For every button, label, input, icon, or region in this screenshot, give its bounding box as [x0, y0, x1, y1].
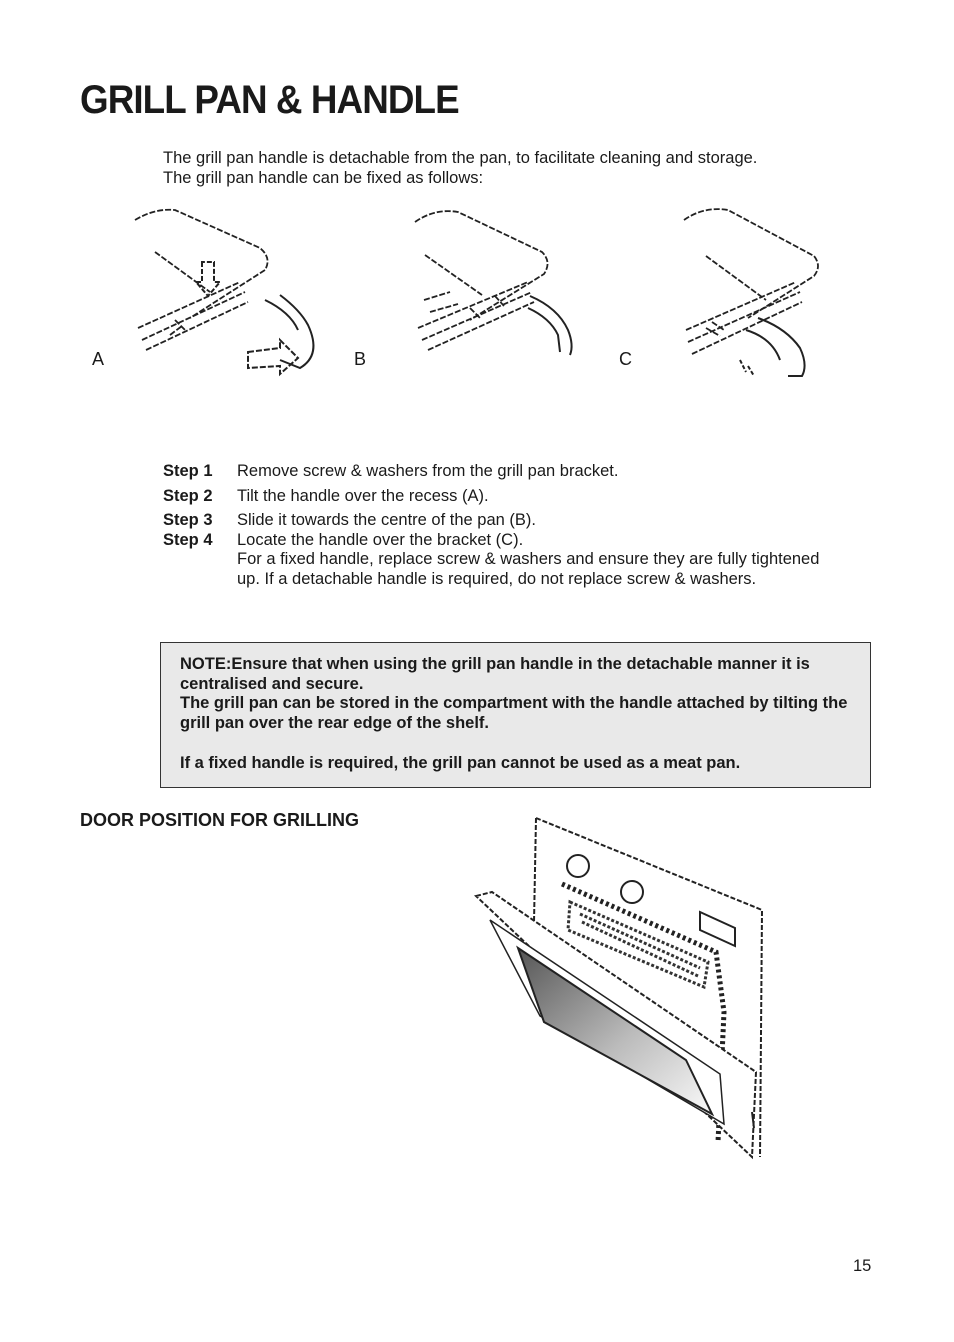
figure-a-label: A [92, 349, 105, 369]
step-extra-text: For a fixed handle, replace screw & wash… [237, 550, 820, 588]
step-text: Tilt the handle over the recess (A). [237, 486, 489, 505]
intro-line: The grill pan handle is detachable from … [163, 149, 758, 167]
note-paragraph: If a fixed handle is required, the grill… [180, 753, 741, 772]
step-text: Remove screw & washers from the grill pa… [237, 462, 619, 480]
knob-icon [620, 880, 644, 904]
step-number: Step 2 [163, 486, 213, 505]
step-text: Locate the handle over the bracket (C). [237, 530, 524, 549]
step-text: Slide it towards the centre of the pan (… [237, 511, 536, 529]
figure-c-illustration [683, 208, 819, 377]
page-number: 15 [853, 1257, 872, 1275]
step-item: Step 4 Locate the handle over the bracke… [163, 531, 843, 590]
intro-text: The grill pan handle is detachable from … [163, 148, 863, 188]
step-item: Step 1 Remove screw & washers from the g… [163, 462, 843, 482]
door-glass [516, 945, 715, 1117]
step-number: Step 1 [163, 462, 213, 480]
figure-c-label: C [619, 349, 632, 369]
note-paragraph: The grill pan can be stored in the compa… [180, 694, 848, 733]
knob-icon [566, 854, 590, 878]
page-title: GRILL PAN & HANDLE [80, 78, 460, 122]
steps-list: Step 1 Remove screw & washers from the g… [163, 462, 843, 589]
figure-a-illustration [134, 208, 315, 377]
step-text-block: Locate the handle over the bracket (C). … [237, 531, 843, 590]
note-box: NOTE:Ensure that when using the grill pa… [160, 642, 871, 788]
section-heading: DOOR POSITION FOR GRILLING [80, 810, 359, 830]
step-number: Step 4 [163, 530, 213, 549]
step-number: Step 3 [163, 511, 213, 529]
figure-b-illustration [414, 210, 573, 356]
step-item: Step 3 Slide it towards the centre of th… [163, 511, 843, 531]
intro-line: The grill pan handle can be fixed as fol… [163, 169, 484, 187]
step-item: Step 2 Tilt the handle over the recess (… [163, 487, 843, 507]
figure-b-label: B [354, 349, 367, 369]
oven-door-illustration [473, 817, 764, 1160]
note-paragraph: NOTE:Ensure that when using the grill pa… [180, 655, 810, 693]
